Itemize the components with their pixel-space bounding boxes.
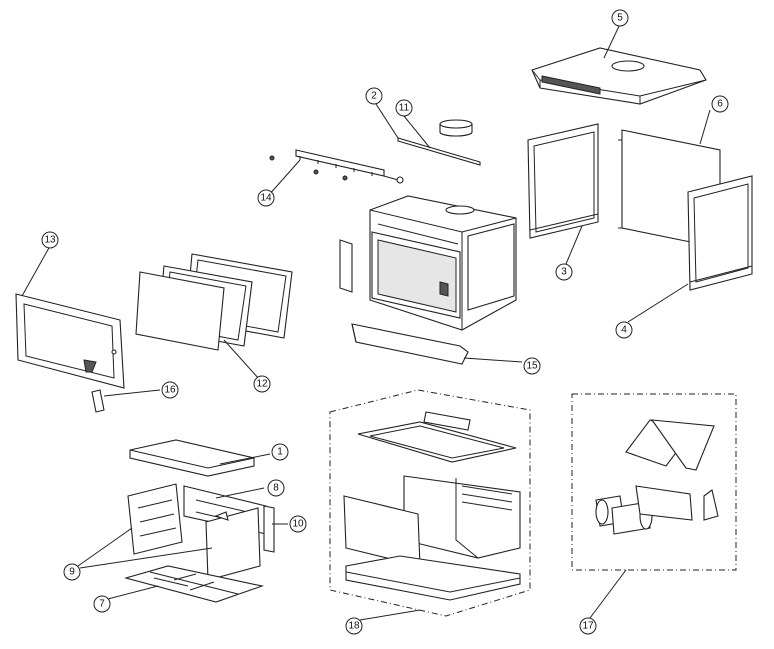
callout-15: 15 [523,357,541,375]
svg-text:15: 15 [526,361,538,372]
part-glass-frames [135,253,293,351]
callout-9: 9 [63,563,81,581]
svg-text:8: 8 [273,483,279,494]
part-side-shield-left [527,123,599,239]
svg-text:1: 1 [277,447,283,458]
part-round-weight [439,119,473,137]
part-firebox-liners [127,483,275,581]
callout-13: 13 [41,231,59,249]
callout-17: 17 [579,617,597,635]
callout-3: 3 [555,263,573,281]
svg-text:18: 18 [348,621,360,632]
part-base-bricks [123,565,265,603]
svg-text:11: 11 [399,103,410,114]
part-accessory-kit [571,393,737,571]
callout-6: 6 [711,95,729,113]
callout-10: 10 [289,515,307,533]
callout-5: 5 [611,9,629,27]
svg-text:5: 5 [617,13,623,24]
callout-11: 11 [395,99,413,117]
part-side-shield-right [687,175,753,291]
svg-text:12: 12 [256,379,268,390]
leader-lines [21,23,711,621]
part-bracket-bar [269,149,404,184]
part-top-plate [531,47,707,105]
svg-text:9: 9 [69,567,75,578]
part-baffle-plate [129,439,255,477]
svg-text:7: 7 [99,599,105,610]
svg-text:14: 14 [260,193,272,204]
callout-18: 18 [345,617,363,635]
svg-text:16: 16 [164,385,176,396]
part-rod [397,137,481,166]
svg-text:4: 4 [621,325,627,336]
part-handle [91,389,105,413]
callout-14: 14 [257,189,275,207]
part-door [15,293,125,389]
svg-text:10: 10 [292,519,304,530]
callout-4: 4 [615,321,633,339]
callout-12: 12 [253,375,271,393]
callout-8: 8 [267,479,285,497]
callout-2: 2 [365,87,383,105]
callout-7: 7 [93,595,111,613]
callout-1: 1 [271,443,289,461]
part-front-lip [351,323,469,365]
svg-text:2: 2 [371,91,377,102]
callout-16: 16 [161,381,179,399]
svg-text:3: 3 [561,267,567,278]
svg-text:13: 13 [44,235,56,246]
part-stove-body [339,195,517,331]
part-pedestal-assembly [329,389,531,617]
svg-text:17: 17 [582,621,594,632]
svg-text:6: 6 [717,99,723,110]
